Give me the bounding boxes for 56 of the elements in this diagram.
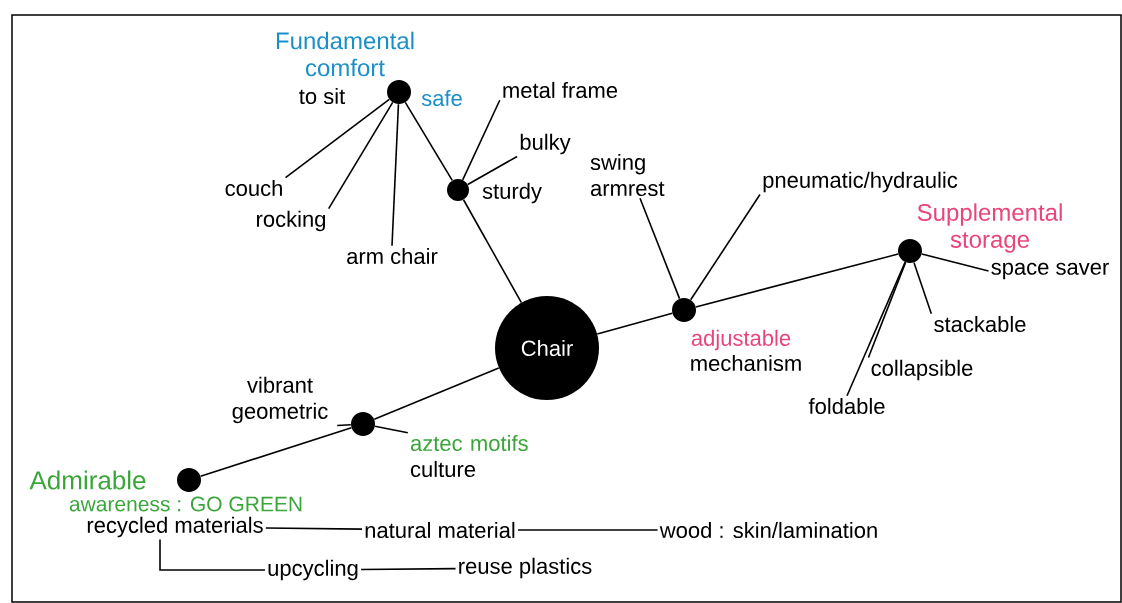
connector-line (336, 423, 352, 427)
node-caption: Admirable (29, 470, 146, 490)
connector-line (517, 529, 659, 531)
connector-line (461, 99, 501, 181)
node-caption: Supplemental storage (917, 203, 1062, 253)
node-caption: sturdy (482, 182, 542, 204)
connector-line (265, 527, 363, 530)
branch-dot (351, 412, 375, 436)
leaf-label: upcycling (268, 559, 358, 581)
leaf-label: stackable (934, 315, 1026, 333)
leaf-label: arm chair (347, 247, 438, 265)
leaf-label: bulky (520, 133, 571, 155)
connector-line (867, 261, 907, 359)
connector-line (695, 253, 899, 308)
connector-line (846, 261, 906, 397)
leaf-label: aztec motifs culture (410, 434, 528, 478)
leaf-label: reuse plastics (459, 557, 592, 579)
leaf-label: space saver (991, 262, 1109, 280)
node-caption: Fundamental comfort (276, 31, 414, 77)
connector-line (374, 425, 409, 434)
connector-line (327, 101, 394, 210)
leaf-label: wood : skin/lamination (659, 521, 877, 539)
leaf-label: collapsible (871, 359, 973, 381)
leaf-label: pneumatic/hydraulic (763, 171, 958, 193)
leaf-label: rocking (257, 210, 326, 232)
node-caption: to sit (299, 87, 346, 105)
leaf-label: couch (225, 179, 282, 197)
connector-line (391, 103, 400, 247)
connector-line (921, 253, 990, 272)
node-caption: adjustable (691, 329, 791, 351)
connector-line (404, 101, 454, 182)
leaf-label: recycled materials (87, 516, 263, 538)
node-caption: awareness : GO GREEN (69, 496, 302, 512)
connector-line (199, 426, 353, 478)
connector-line (373, 367, 500, 421)
branch-dot (177, 468, 201, 492)
connector-line (639, 197, 681, 300)
connector-line (360, 567, 457, 571)
connector-line (159, 538, 266, 571)
leaf-label: vibrant geometric (232, 376, 328, 424)
leaf-label: swing armrest (590, 153, 665, 197)
branch-dot (898, 239, 922, 263)
branch-dot (447, 179, 469, 201)
connector-line (596, 312, 674, 335)
node-caption: safe (421, 89, 462, 107)
connector-line (913, 261, 933, 315)
leaf-label: natural material (365, 521, 515, 539)
connector-line (466, 155, 518, 186)
connector-line (462, 198, 523, 304)
node-caption: mechanism (691, 354, 801, 372)
leaf-label: metal frame (503, 81, 618, 99)
leaf-label: foldable (808, 397, 885, 415)
connector-line (284, 98, 391, 179)
connector-line (689, 193, 761, 301)
branch-dot (672, 298, 696, 322)
branch-dot (387, 80, 411, 104)
